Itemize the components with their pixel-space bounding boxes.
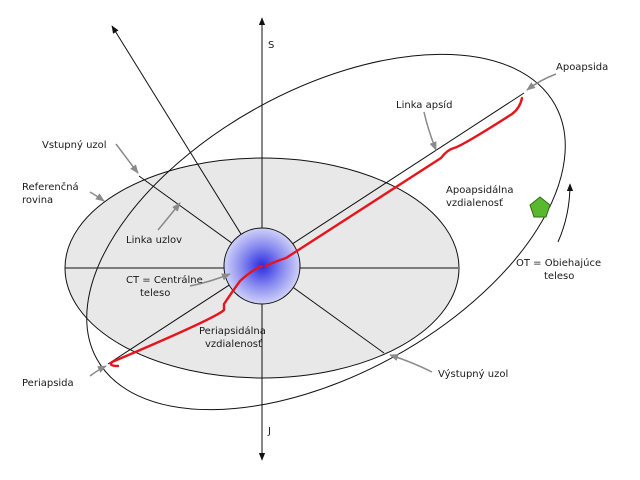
label-apoapsis-distance-1: Apoapsidálna (446, 184, 514, 196)
orbit-direction-arrow (557, 183, 574, 243)
label-south: J (267, 426, 271, 437)
leader-descending-node (389, 354, 433, 373)
label-orbiting-body-2: teleso (544, 271, 574, 282)
leader-periapsis (89, 365, 107, 377)
periapsis-distance-brace (109, 264, 264, 368)
label-apoapsis: Apoapsida (556, 62, 608, 73)
label-north: S (268, 40, 274, 51)
label-periapsis-distance-1: Periapsidálna (199, 325, 266, 337)
line-of-apsides (107, 92, 525, 365)
label-reference-plane-2: rovina (22, 195, 53, 206)
leader-apoapsis (526, 73, 557, 91)
label-ascending-node: Vstupný uzol (42, 139, 107, 151)
label-descending-node: Výstupný uzol (438, 368, 508, 380)
label-orbiting-body-1: OT = Obiehajúce (516, 257, 601, 269)
label-periapsis-distance-2: vzdialenosť (205, 338, 262, 350)
label-reference-plane-1: Referenčná (22, 181, 79, 193)
label-line-of-nodes: Linka uzlov (126, 235, 182, 246)
label-line-of-apsides: Linka apsíd (396, 99, 452, 111)
label-apoapsis-distance-2: vzdialenosť (446, 197, 503, 209)
leader-line-of-apsides (423, 111, 437, 151)
apoapsis-distance-brace (264, 96, 524, 268)
label-periapsis: Periapsida (22, 378, 74, 389)
label-central-body-1: CT = Centrálne (126, 274, 203, 286)
leader-ascending-node (115, 143, 139, 174)
leader-line-of-nodes (157, 202, 181, 231)
label-central-body-2: teleso (140, 288, 170, 299)
leader-central-body (189, 273, 231, 287)
orbit-normal-axis (111, 25, 263, 269)
leader-reference-plane (89, 191, 105, 202)
orbiting-body (529, 196, 551, 218)
